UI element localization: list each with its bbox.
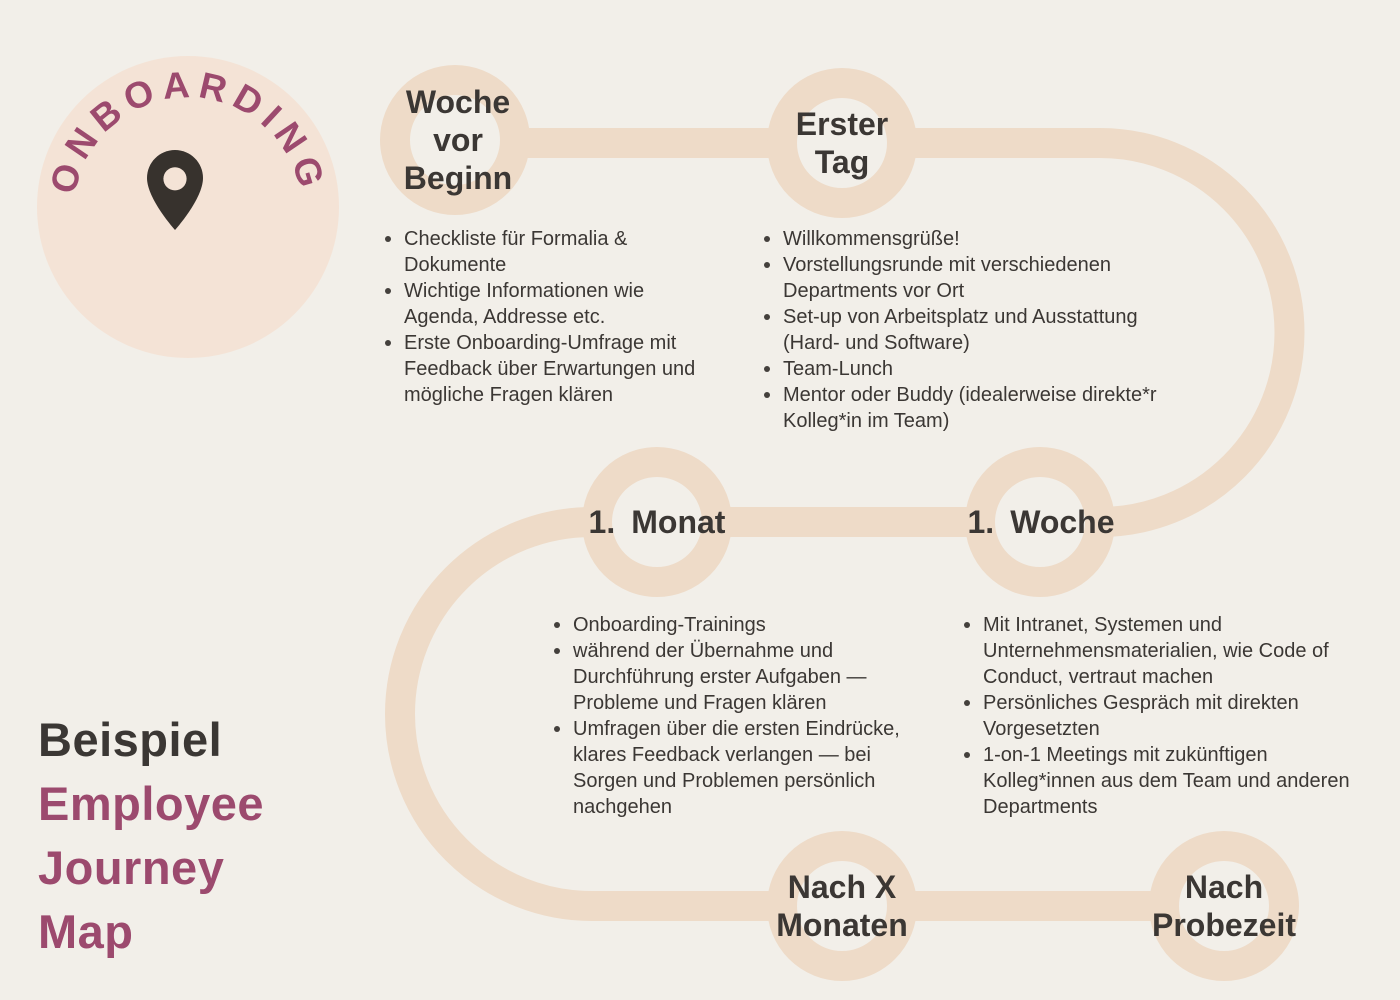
stage-list-erster-tag: Willkommensgrüße! Vorstellungsrunde mit … — [762, 226, 1164, 434]
stage-node-woche-vor-beginn — [380, 65, 530, 215]
stage-list-erster-monat: Onboarding-Trainings während der Übernah… — [552, 612, 934, 820]
stage-label-erster-tag: Erster Tag — [795, 106, 889, 180]
page-title: Beispiel Employee Journey Map — [38, 708, 264, 964]
list-item: Set-up von Arbeitsplatz und Ausstattung … — [762, 304, 1164, 356]
stage-list-woche-vor-beginn: Checkliste für Formalia & Dokumente Wich… — [383, 226, 705, 408]
list-item: während der Übernahme und Durchführung e… — [552, 638, 934, 716]
stage-node-nach-probezeit — [1149, 831, 1299, 981]
list-item: Erste Onboarding-Umfrage mit Feedback üb… — [383, 330, 705, 408]
list-item: Umfragen über die ersten Eindrücke, klar… — [552, 716, 934, 820]
page-title-line: Journey — [38, 841, 225, 894]
list-item: Mentor oder Buddy (idealerweise direkte*… — [762, 382, 1164, 434]
onboarding-badge: ONBOARDING — [37, 56, 339, 358]
stage-node-erster-tag — [767, 68, 917, 218]
stage-label-erste-woche: 1. Woche — [967, 504, 1115, 540]
stage-label-woche-vor-beginn: Woche vor Beginn — [403, 84, 513, 196]
stage-node-erster-monat — [582, 447, 732, 597]
list-item: Vorstellungsrunde mit verschiedenen Depa… — [762, 252, 1164, 304]
page-title-line: Employee — [38, 777, 265, 830]
page-title-line: Beispiel — [38, 713, 223, 766]
stage-label-nach-probezeit: Nach Probezeit — [1151, 869, 1297, 943]
page-title-line: Map — [38, 905, 134, 958]
stage-node-erste-woche — [965, 447, 1115, 597]
list-item: Team-Lunch — [762, 356, 1164, 382]
stage-list-erste-woche: Mit Intranet, Systemen und Unternehmensm… — [962, 612, 1354, 820]
stage-node-nach-x-monaten — [767, 831, 917, 981]
list-item: Persönliches Gespräch mit direkten Vorge… — [962, 690, 1354, 742]
map-pin-icon — [147, 150, 203, 230]
list-item: Willkommensgrüße! — [762, 226, 1164, 252]
list-item: Onboarding-Trainings — [552, 612, 934, 638]
stage-label-nach-x-monaten: Nach X Monaten — [776, 869, 908, 943]
stage-label-erster-monat: 1. Monat — [588, 504, 726, 540]
list-item: 1-on-1 Meetings mit zukünftigen Kolleg*i… — [962, 742, 1354, 820]
list-item: Mit Intranet, Systemen und Unternehmensm… — [962, 612, 1354, 690]
list-item: Checkliste für Formalia & Dokumente — [383, 226, 705, 278]
list-item: Wichtige Informationen wie Agenda, Addre… — [383, 278, 705, 330]
